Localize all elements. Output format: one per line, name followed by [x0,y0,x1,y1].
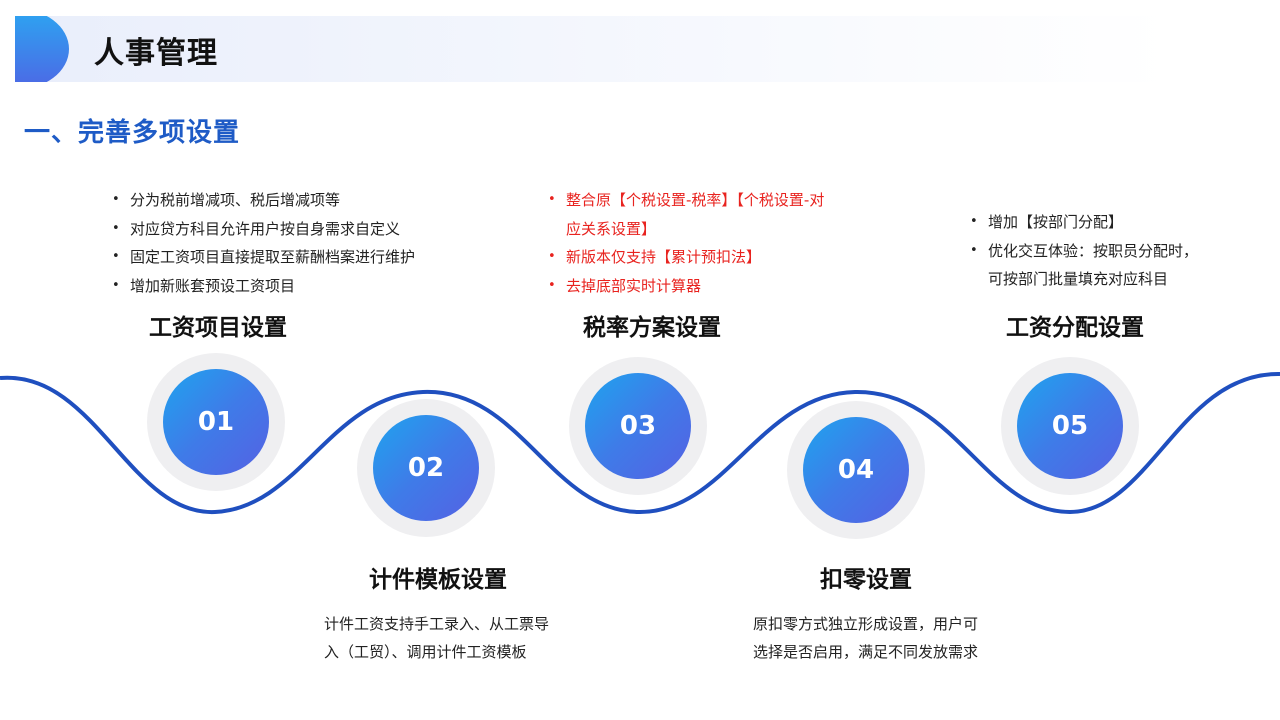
list-item: 增加【按部门分配】 [970,208,1220,237]
step-05-node: 05 [1001,357,1139,495]
step-03-bullets: 整合原【个税设置-税率】【个税设置-对 应关系设置】 新版本仅支持【累计预扣法】… [548,186,868,301]
step-04-number: 04 [803,417,909,523]
step-03-title: 税率方案设置 [583,315,721,341]
step-03-number: 03 [585,373,691,479]
step-01-node: 01 [147,353,285,491]
list-item: 分为税前增减项、税后增减项等 [112,186,472,215]
list-item: 固定工资项目直接提取至薪酬档案进行维护 [112,243,472,272]
step-02-number: 02 [373,415,479,521]
list-item: 新版本仅支持【累计预扣法】 [548,243,868,272]
step-01-title: 工资项目设置 [149,315,287,341]
list-item: 增加新账套预设工资项目 [112,272,472,301]
list-item-continuation: 应关系设置】 [566,219,657,238]
list-item: 可按部门批量填充对应科目 [970,265,1220,294]
step-05-bullets: 增加【按部门分配】 优化交互体验：按职员分配时， 可按部门批量填充对应科目 [970,208,1220,294]
step-04-title: 扣零设置 [820,567,912,593]
step-05-number: 05 [1017,373,1123,479]
list-item: 优化交互体验：按职员分配时， [970,237,1220,266]
step-02-node: 02 [357,399,495,537]
step-04-node: 04 [787,401,925,539]
description-line: 原扣零方式独立形成设置，用户可 [753,615,979,633]
description-line: 选择是否启用，满足不同发放需求 [753,643,979,661]
step-03-node: 03 [569,357,707,495]
list-item: 整合原【个税设置-税率】【个税设置-对 [548,186,868,215]
description-line: 计件工资支持手工录入、从工票导 [324,615,550,633]
list-item-continuation: 可按部门批量填充对应科目 [988,270,1169,289]
step-02-title: 计件模板设置 [369,567,507,593]
header-bar [15,16,1170,82]
list-item: 对应贷方科目允许用户按自身需求自定义 [112,215,472,244]
step-05-title: 工资分配设置 [1006,315,1144,341]
list-item: 应关系设置】 [548,215,868,244]
list-item: 去掉底部实时计算器 [548,272,868,301]
header-accent-shape [15,16,69,82]
step-01-bullets: 分为税前增减项、税后增减项等 对应贷方科目允许用户按自身需求自定义 固定工资项目… [112,186,472,301]
step-01-number: 01 [163,369,269,475]
step-04-description: 原扣零方式独立形成设置，用户可 选择是否启用，满足不同发放需求 [753,610,1003,666]
description-line: 入（工贸）、调用计件工资模板 [324,643,527,661]
page-title: 人事管理 [94,36,218,71]
step-02-description: 计件工资支持手工录入、从工票导 入（工贸）、调用计件工资模板 [324,610,574,666]
section-title: 一、完善多项设置 [24,118,241,148]
